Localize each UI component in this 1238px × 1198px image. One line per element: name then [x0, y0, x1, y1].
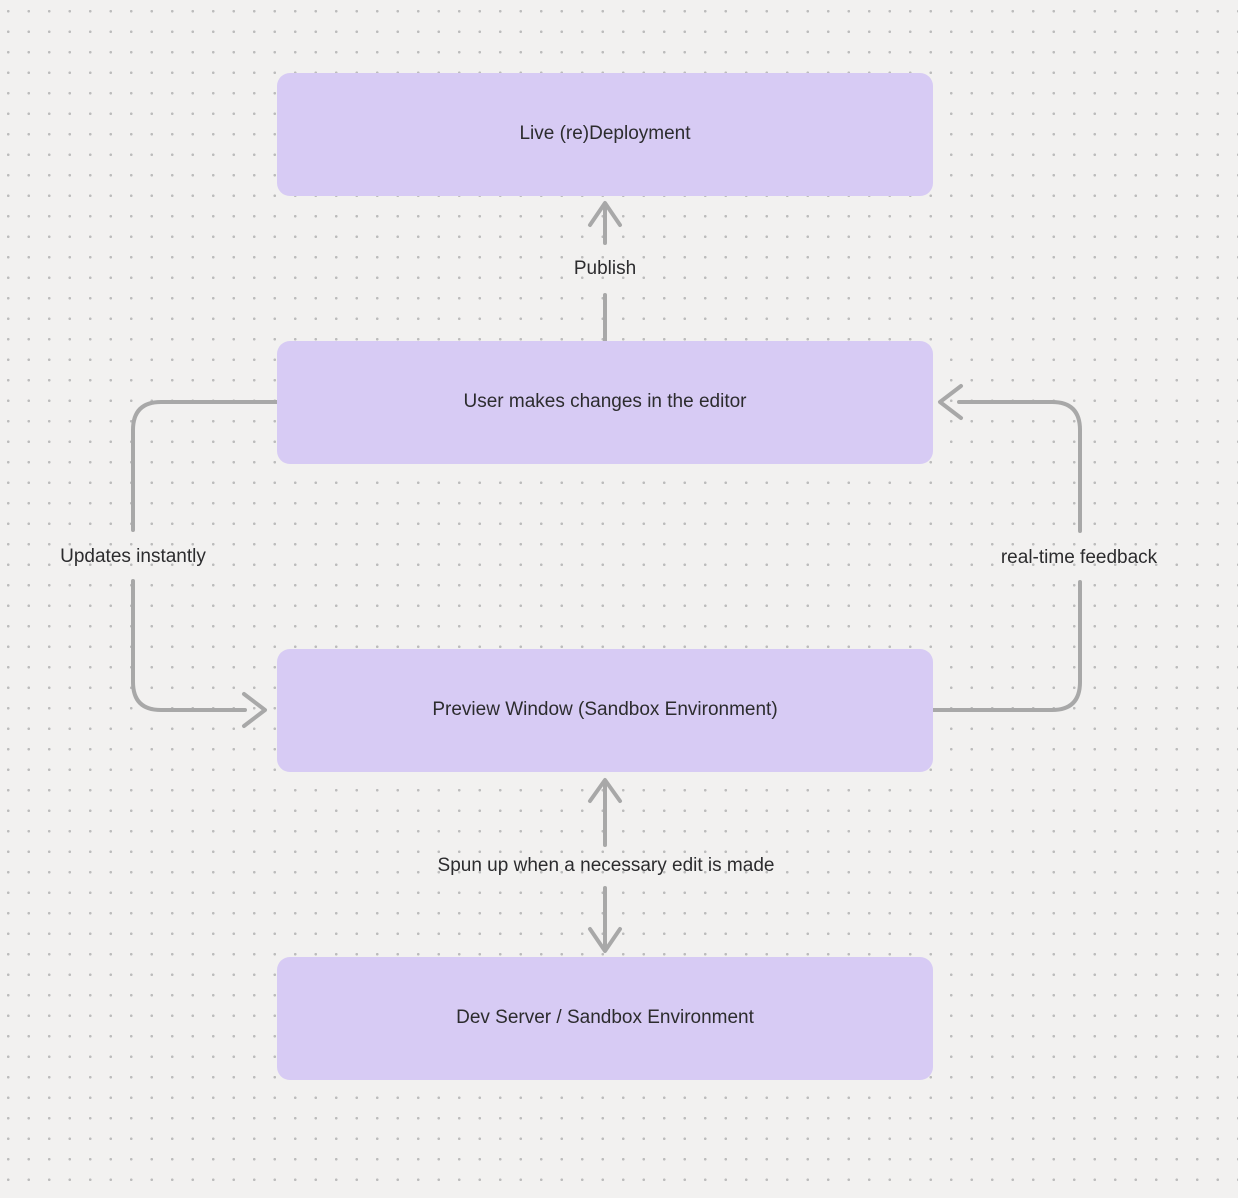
edge-publish-arrow[interactable] — [588, 201, 622, 343]
edge-spun-up-arrow[interactable] — [588, 778, 622, 953]
node-user-editor-changes[interactable]: User makes changes in the editor — [277, 341, 933, 464]
edge-label-updates-instantly: Updates instantly — [60, 546, 206, 567]
edge-label-real-time-feedback: real-time feedback — [1000, 547, 1158, 568]
node-label: Live (re)Deployment — [519, 123, 691, 145]
node-label: Preview Window (Sandbox Environment) — [432, 699, 778, 721]
arrowhead-up-icon — [588, 778, 622, 803]
node-dev-server[interactable]: Dev Server / Sandbox Environment — [277, 957, 933, 1080]
edge-line — [931, 580, 1082, 712]
edge-line — [131, 400, 279, 532]
edge-real-time-feedback-arrow[interactable] — [931, 384, 1082, 712]
edge-updates-instantly-arrow[interactable] — [131, 400, 279, 728]
edge-label-publish: Publish — [573, 258, 637, 279]
node-preview-window[interactable]: Preview Window (Sandbox Environment) — [277, 649, 933, 772]
node-live-redeployment[interactable]: Live (re)Deployment — [277, 73, 933, 196]
arrowhead-up-icon — [588, 201, 622, 227]
node-label: Dev Server / Sandbox Environment — [456, 1007, 754, 1029]
arrowhead-right-icon — [242, 692, 267, 728]
node-label: User makes changes in the editor — [463, 391, 747, 413]
edge-line — [131, 579, 247, 712]
edge-label-spun-up: Spun up when a necessary edit is made — [437, 855, 775, 876]
arrowhead-down-icon — [588, 927, 622, 953]
edge-line — [957, 400, 1082, 533]
arrowhead-left-icon — [938, 384, 963, 420]
